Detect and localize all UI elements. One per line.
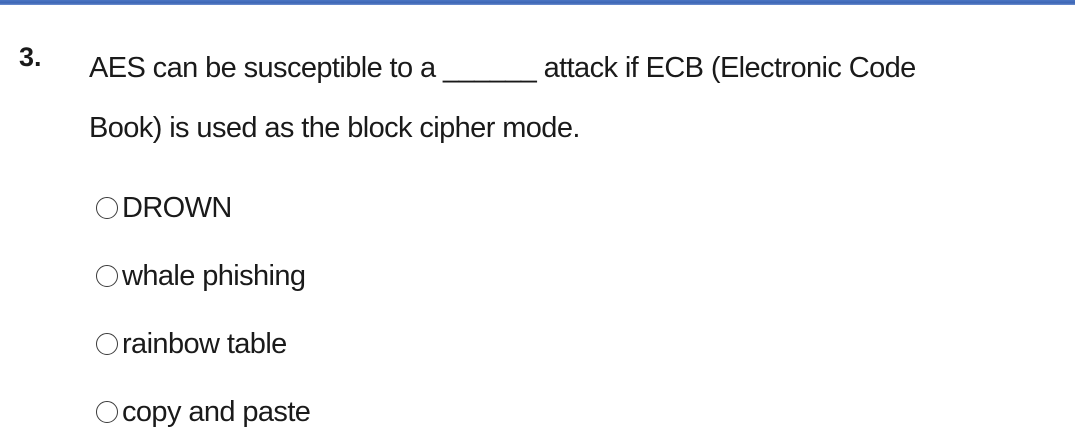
option-rainbow-table[interactable]: rainbow table <box>96 310 310 378</box>
header-rule <box>0 0 1075 5</box>
answer-options: DROWN whale phishing rainbow table copy … <box>96 174 311 446</box>
option-label: copy and paste <box>122 396 311 428</box>
option-whale-phishing[interactable]: whale phishing <box>96 242 310 310</box>
option-label: whale phishing <box>122 260 306 292</box>
radio-button-icon[interactable] <box>96 265 118 287</box>
option-copy-and-paste[interactable]: copy and paste <box>96 378 311 446</box>
question-number: 3. <box>19 42 42 72</box>
option-drown[interactable]: DROWN <box>96 174 310 242</box>
question-text-line-2: Book) is used as the block cipher mode. <box>89 112 580 144</box>
radio-button-icon[interactable] <box>96 333 118 355</box>
question-text: AES can be susceptible to a ______ attac… <box>89 38 1064 158</box>
radio-button-icon[interactable] <box>96 197 118 219</box>
question-text-line-1: AES can be susceptible to a ______ attac… <box>89 52 916 84</box>
option-label: DROWN <box>122 192 232 224</box>
option-label: rainbow table <box>122 328 287 360</box>
radio-button-icon[interactable] <box>96 401 118 423</box>
